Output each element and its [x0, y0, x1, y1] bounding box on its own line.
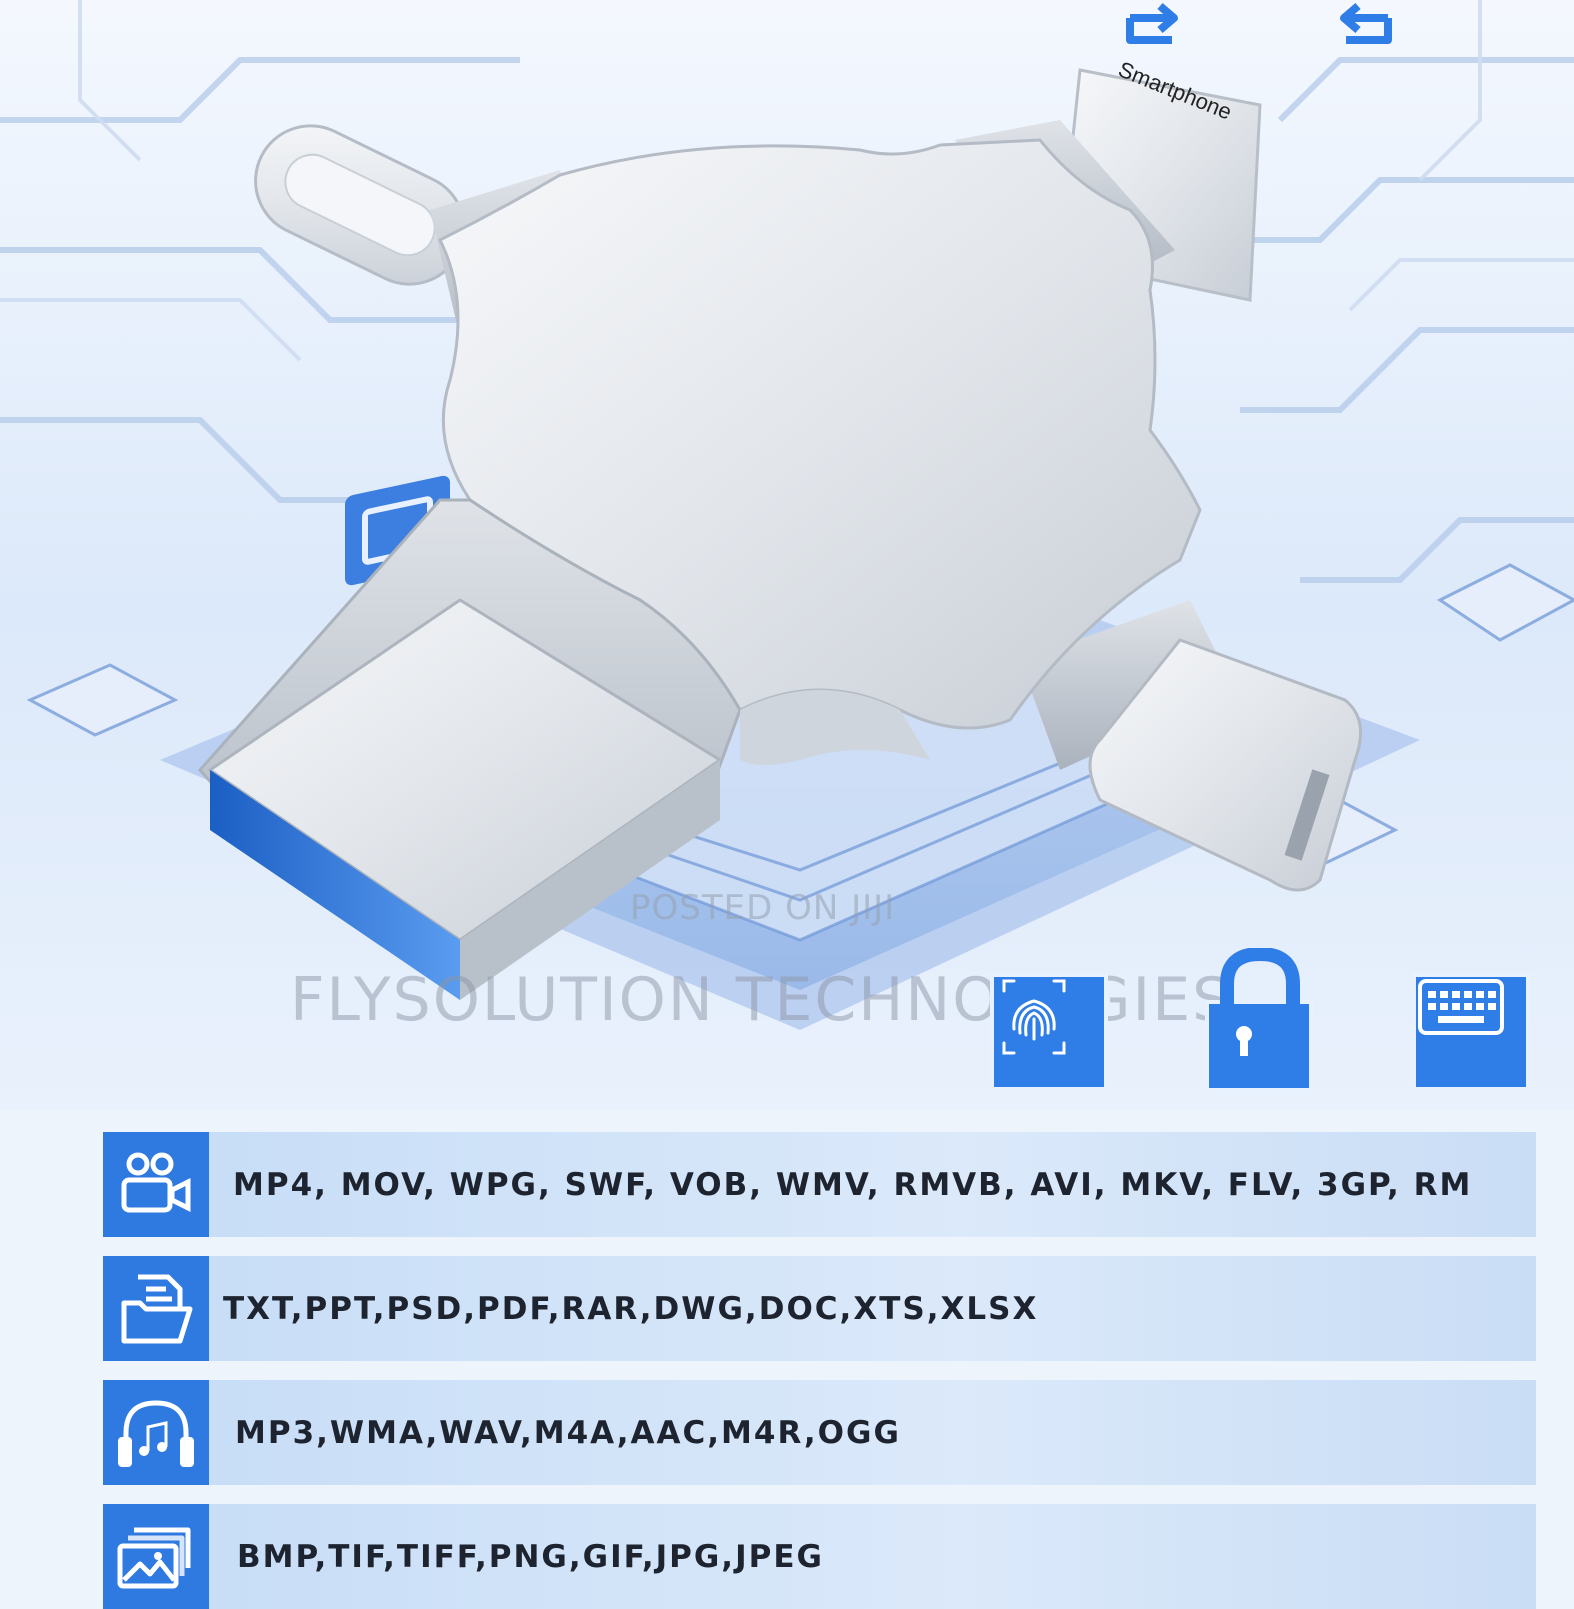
- keyboard-icon: [1412, 973, 1530, 1091]
- product-hero: Smartphone POSTED ON JIJI FLYSOLUTION TE…: [0, 0, 1574, 1110]
- audio-formats: MP3,WMA,WAV,M4A,AAC,M4R,OGG: [235, 1414, 901, 1451]
- padlock-icon: [1205, 1000, 1313, 1092]
- document-formats: TXT,PPT,PSD,PDF,RAR,DWG,DOC,XTS,XLSX: [223, 1290, 1039, 1327]
- video-camera-icon: [103, 1132, 209, 1237]
- format-row-video: MP4, MOV, WPG, SWF, VOB, WMV, RMVB, AVI,…: [103, 1132, 1536, 1237]
- circuit-traces: [0, 57, 1574, 583]
- format-row-documents: TXT,PPT,PSD,PDF,RAR,DWG,DOC,XTS,XLSX: [103, 1256, 1536, 1361]
- redo-arrow-icon: [1126, 2, 1178, 44]
- usb-a-connector: [207, 598, 723, 1000]
- document-folder-icon: [103, 1256, 209, 1361]
- undo-arrow-icon: [1340, 2, 1392, 44]
- watermark-posted: POSTED ON JIJI: [630, 888, 896, 928]
- image-formats: BMP,TIF,TIFF,PNG,GIF,JPG,JPEG: [237, 1538, 824, 1575]
- video-formats: MP4, MOV, WPG, SWF, VOB, WMV, RMVB, AVI,…: [233, 1166, 1473, 1203]
- padlock-shackle-icon: [1220, 948, 1300, 1006]
- image-gallery-icon: [103, 1504, 209, 1609]
- fingerprint-icon: [990, 973, 1108, 1091]
- hero-illustration: [0, 0, 1574, 1030]
- format-row-audio: MP3,WMA,WAV,M4A,AAC,M4R,OGG: [103, 1380, 1536, 1485]
- headphones-music-icon: [103, 1380, 209, 1485]
- format-row-images: BMP,TIF,TIFF,PNG,GIF,JPG,JPEG: [103, 1504, 1536, 1609]
